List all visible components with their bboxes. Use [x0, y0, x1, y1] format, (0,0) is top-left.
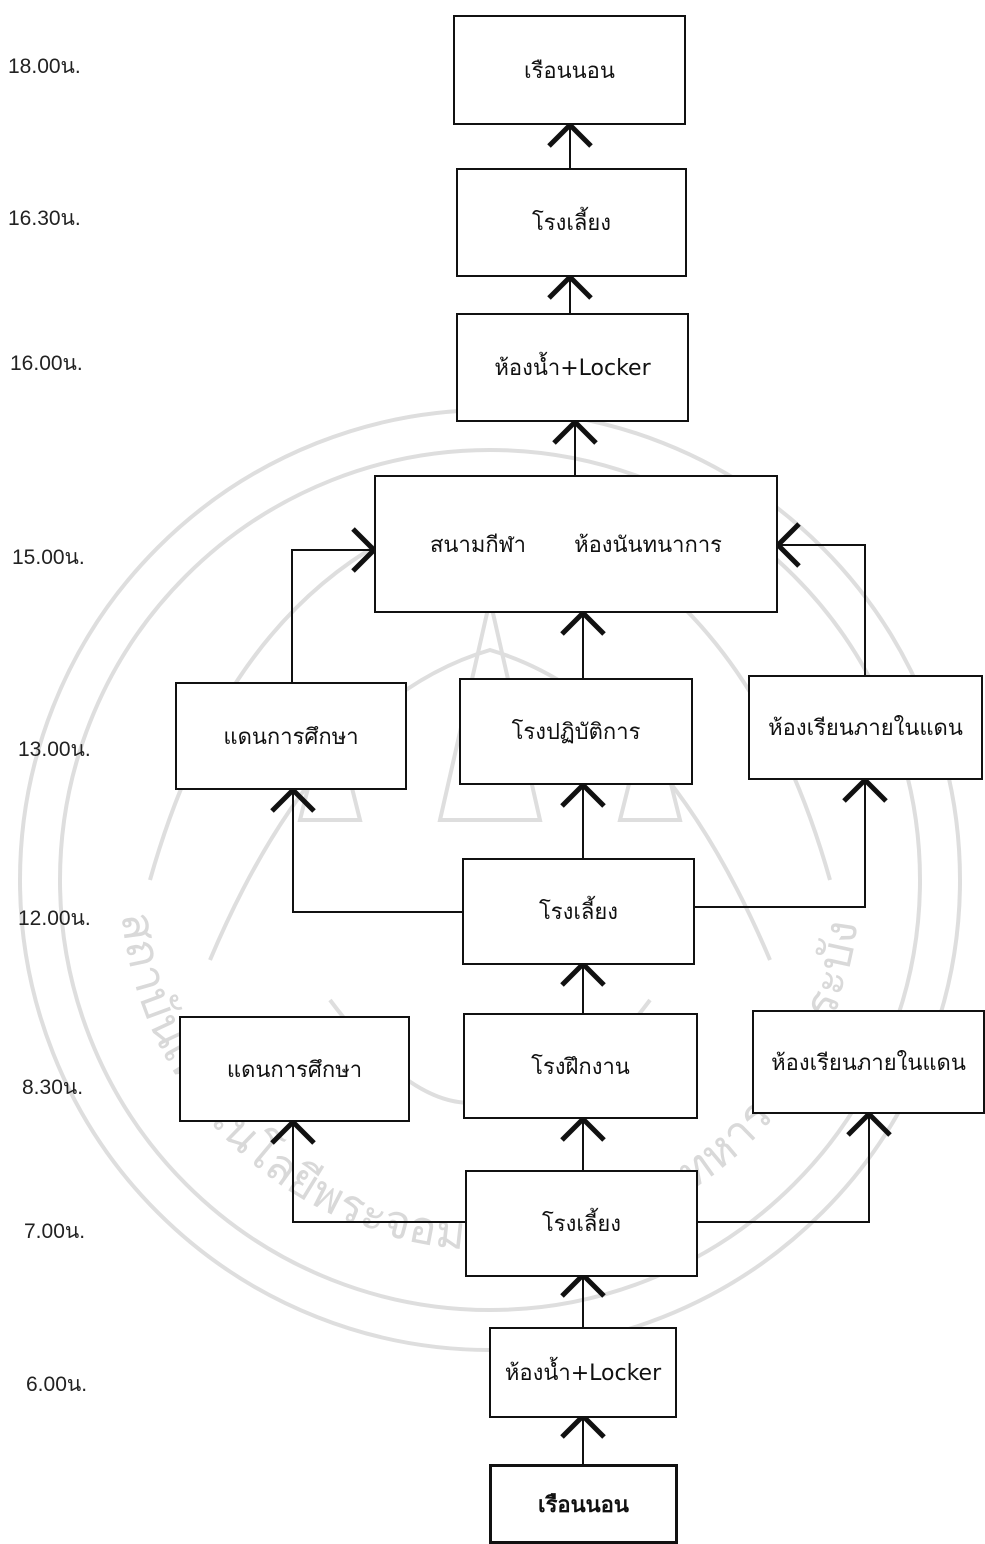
- node-classroom-1300: ห้องเรียนภายในแดน: [748, 675, 983, 780]
- time-label-1300: 13.00น.: [18, 738, 91, 761]
- time-label-1630: 16.30น.: [8, 207, 81, 230]
- arrowhead-to-restroom-1600: [552, 418, 598, 445]
- node-sports-recreation: สนามกีฬา ห้องนันทนาการ: [374, 475, 778, 613]
- time-label-1200: 12.00น.: [18, 907, 91, 930]
- arrowhead-to-education-1300: [270, 786, 316, 813]
- time-label-0700: 7.00น.: [24, 1220, 86, 1243]
- arrowhead-to-workshop: [560, 781, 606, 808]
- time-label-0830: 8.30น.: [22, 1076, 84, 1099]
- time-label-1500: 15.00น.: [12, 546, 85, 569]
- node-education-zone-0830: แดนการศึกษา: [179, 1016, 410, 1122]
- arrowhead-to-classroom-1300: [842, 776, 888, 803]
- connector-classroom-to-sports: [778, 544, 866, 675]
- node-classroom-0830: ห้องเรียนภายในแดน: [752, 1010, 985, 1114]
- node-restroom-locker-0600: ห้องน้ำ+Locker: [489, 1327, 677, 1418]
- node-cafeteria-1200: โรงเลี้ยง: [462, 858, 695, 965]
- arrowhead-right-into-sports: [774, 522, 801, 568]
- connector-education-to-sports: [291, 549, 374, 682]
- sports-field-label: สนามกีฬา: [430, 532, 527, 558]
- arrowhead-to-training: [560, 1115, 606, 1142]
- node-cafeteria-0700: โรงเลี้ยง: [465, 1170, 698, 1277]
- arrowhead-to-education-0830: [270, 1118, 316, 1145]
- node-restroom-locker-1600: ห้องน้ำ+Locker: [456, 313, 689, 422]
- arrowhead-to-cafeteria-1630: [547, 273, 593, 300]
- arrowhead-to-dorm-top: [547, 121, 593, 148]
- arrowhead-to-sports: [560, 609, 606, 636]
- connector-cafeteria-1200-to-classroom: [695, 780, 866, 908]
- connector-cafeteria-0700-to-education: [292, 1122, 465, 1223]
- connector-cafeteria-0700-to-classroom: [698, 1114, 870, 1223]
- node-dorm-top: เรือนนอน: [453, 15, 686, 125]
- recreation-room-label: ห้องนันทนาการ: [574, 532, 722, 558]
- node-workshop-1300: โรงปฏิบัติการ: [459, 678, 693, 785]
- node-cafeteria-1630: โรงเลี้ยง: [456, 168, 687, 277]
- arrowhead-to-classroom-0830: [846, 1110, 892, 1137]
- node-education-zone-1300: แดนการศึกษา: [175, 682, 407, 790]
- node-training-shop-0830: โรงฝึกงาน: [463, 1013, 698, 1119]
- time-label-1600: 16.00น.: [10, 352, 83, 375]
- time-label-0600: 6.00น.: [26, 1373, 88, 1396]
- connector-cafeteria-1200-to-education: [292, 790, 462, 913]
- node-dorm-bottom: เรือนนอน: [489, 1464, 678, 1544]
- time-label-1800: 18.00น.: [8, 55, 81, 78]
